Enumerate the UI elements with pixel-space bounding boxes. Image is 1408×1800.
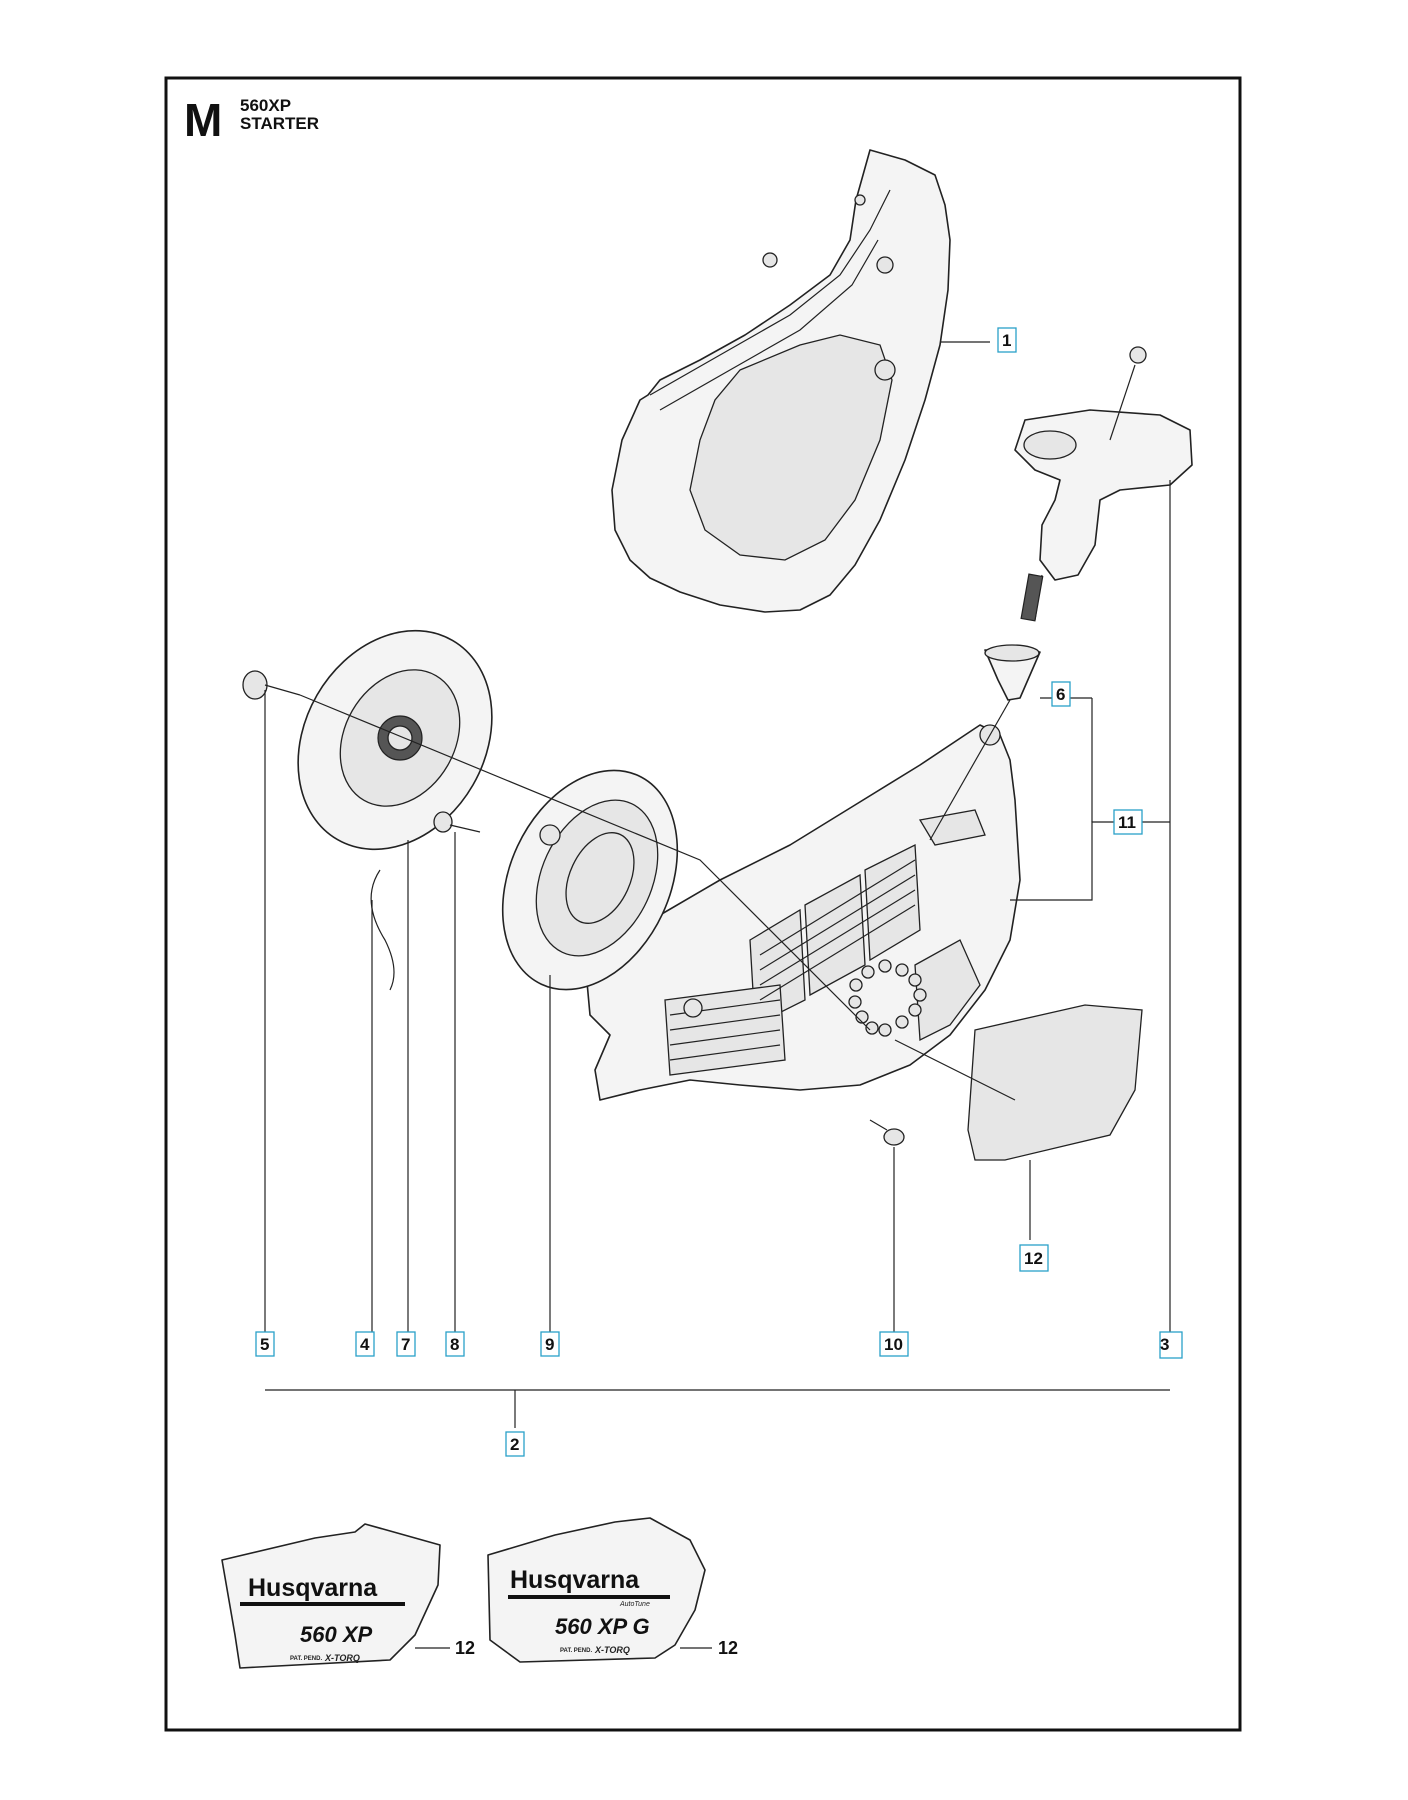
- callout-8: 8: [445, 1331, 465, 1357]
- decal-axis-line: [894, 1039, 1016, 1101]
- decal-torq: X-TORQ: [594, 1645, 630, 1655]
- housing-vents: [664, 843, 981, 1076]
- section-letter: M: [184, 94, 222, 146]
- part-screw-5: [242, 670, 301, 700]
- part-screw-10: [869, 1119, 905, 1146]
- svg-text:12: 12: [1024, 1249, 1043, 1268]
- callout-5: 5: [255, 1331, 275, 1357]
- callout-9: 9: [540, 1331, 560, 1357]
- svg-text:9: 9: [545, 1335, 554, 1354]
- decal-torq: X-TORQ: [324, 1653, 360, 1663]
- svg-text:4: 4: [360, 1335, 370, 1354]
- leader-lines: [264, 341, 1171, 1428]
- svg-text:11: 11: [1118, 813, 1136, 832]
- svg-text:5: 5: [260, 1335, 269, 1354]
- decal-autotune: AutoTune: [619, 1601, 650, 1608]
- callout-7: 7: [396, 1331, 416, 1357]
- callout-11: 11: [1113, 809, 1143, 835]
- svg-text:3: 3: [1160, 1335, 1169, 1354]
- callout-6: 6: [1051, 681, 1071, 707]
- svg-text:2: 2: [510, 1435, 519, 1454]
- svg-text:8: 8: [450, 1335, 459, 1354]
- decal-pat: PAT. PEND.: [560, 1648, 592, 1654]
- page-frame: [164, 76, 1242, 1732]
- callout-12-housing: 12: [1019, 1244, 1049, 1272]
- decal-brand: Husqvarna: [510, 1566, 640, 1594]
- decal-model: 560 XP: [300, 1622, 372, 1647]
- rope-axis-line: [929, 699, 1011, 841]
- part-rope-guide: [984, 644, 1041, 701]
- decal-model: 560 XP G: [555, 1614, 650, 1639]
- callout-10: 10: [879, 1331, 909, 1357]
- header: M 560XP STARTER: [184, 94, 319, 146]
- svg-text:1: 1: [1002, 331, 1011, 350]
- part-pulley: [297, 629, 493, 991]
- part-starter-housing: [584, 724, 1021, 1101]
- assembly-axis-line: [299, 694, 871, 1031]
- page-title: STARTER: [240, 114, 319, 133]
- decal-560xp: Husqvarna 560 XP PAT. PEND. X-TORQ 12: [221, 1523, 475, 1669]
- svg-text:10: 10: [884, 1335, 903, 1354]
- part-spring-cassette: [501, 769, 679, 991]
- svg-text:7: 7: [401, 1335, 410, 1354]
- decal-brand: Husqvarna: [248, 1574, 378, 1602]
- decal-ref: 12: [455, 1638, 475, 1658]
- decal-ref: 12: [718, 1638, 738, 1658]
- callout-4: 4: [355, 1331, 375, 1357]
- housing-hole-ring: [848, 959, 927, 1037]
- part-decal-plate: [967, 1004, 1143, 1161]
- decal-pat: PAT. PEND.: [290, 1656, 322, 1662]
- callout-3: 3: [1159, 1331, 1183, 1359]
- svg-text:6: 6: [1056, 685, 1065, 704]
- part-fan-cover: [611, 149, 951, 613]
- model-name: 560XP: [240, 96, 291, 115]
- decal-560xpg: Husqvarna AutoTune 560 XP G PAT. PEND. X…: [487, 1517, 738, 1663]
- part-starter-handle: [1014, 346, 1193, 622]
- part-screw-8: [433, 811, 481, 833]
- callout-1: 1: [997, 327, 1017, 353]
- callout-2: 2: [505, 1431, 525, 1457]
